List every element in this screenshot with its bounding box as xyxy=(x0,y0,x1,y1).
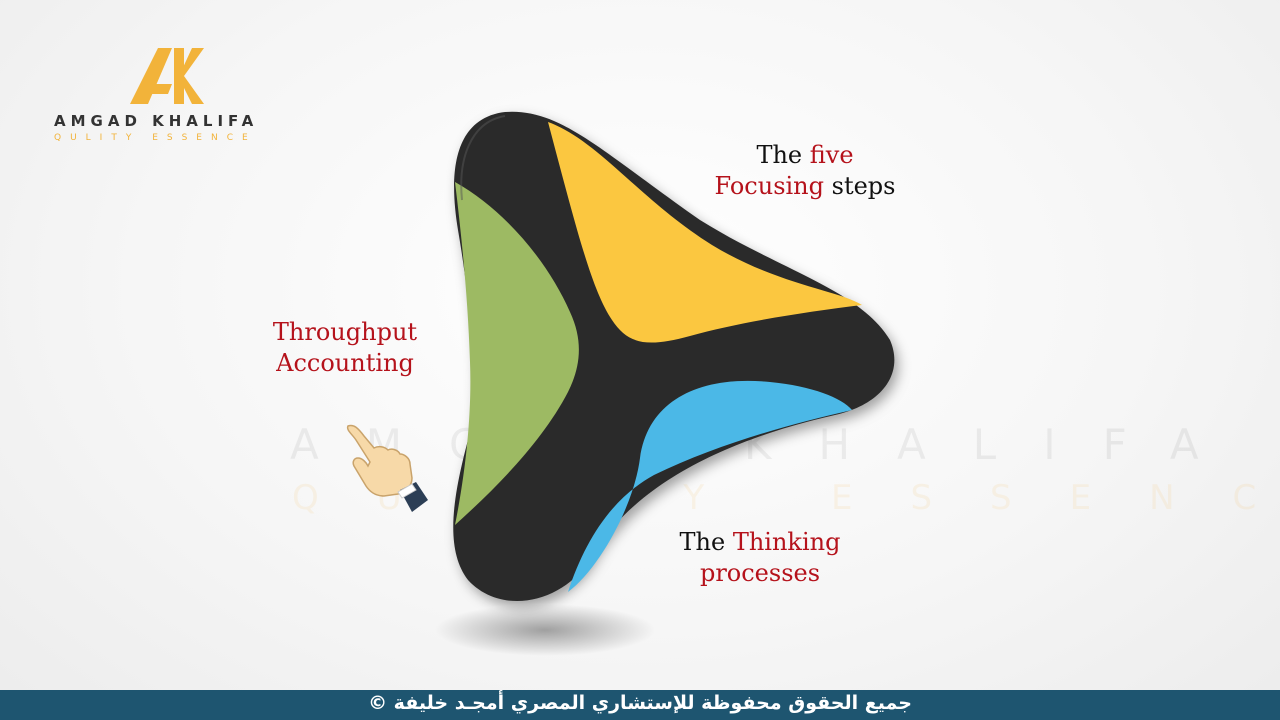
label-steps-word: steps xyxy=(824,172,896,200)
ak-logo-icon xyxy=(130,48,204,104)
label-thinking-the: The xyxy=(679,528,733,556)
label-throughput-line1: Throughput xyxy=(272,318,418,346)
segment-throughput-accounting xyxy=(455,182,579,525)
label-throughput-accounting: Throughput Accounting xyxy=(250,317,440,379)
pointing-hand-icon xyxy=(346,424,428,512)
logo-name: AMGAD KHALIFA xyxy=(54,112,259,130)
label-five-the: The xyxy=(756,141,810,169)
copyright-text: جميع الحقوق محفوظة للإستشاري المصري أمجـ… xyxy=(368,692,912,714)
logo-tagline: QULITY ESSENCE xyxy=(54,133,257,143)
label-five-word: five xyxy=(809,141,854,169)
label-thinking-word: Thinking xyxy=(732,528,841,556)
diagram-highlight xyxy=(460,115,506,201)
copyright-footer: جميع الحقوق محفوظة للإستشاري المصري أمجـ… xyxy=(0,690,1280,720)
label-processes-word: processes xyxy=(699,559,821,587)
diagram-frame xyxy=(453,111,895,602)
diagram-shadow xyxy=(435,604,655,656)
label-throughput-line2: Accounting xyxy=(276,349,414,377)
label-focusing-word: Focusing xyxy=(714,172,825,200)
label-thinking-processes: The Thinking processes xyxy=(655,527,865,589)
segment-five-focusing-steps xyxy=(548,122,862,343)
brand-logo: AMGAD KHALIFA QULITY ESSENCE xyxy=(40,42,290,152)
segment-thinking-processes xyxy=(568,380,852,592)
label-five-focusing-steps: The five Focusing steps xyxy=(690,140,920,202)
